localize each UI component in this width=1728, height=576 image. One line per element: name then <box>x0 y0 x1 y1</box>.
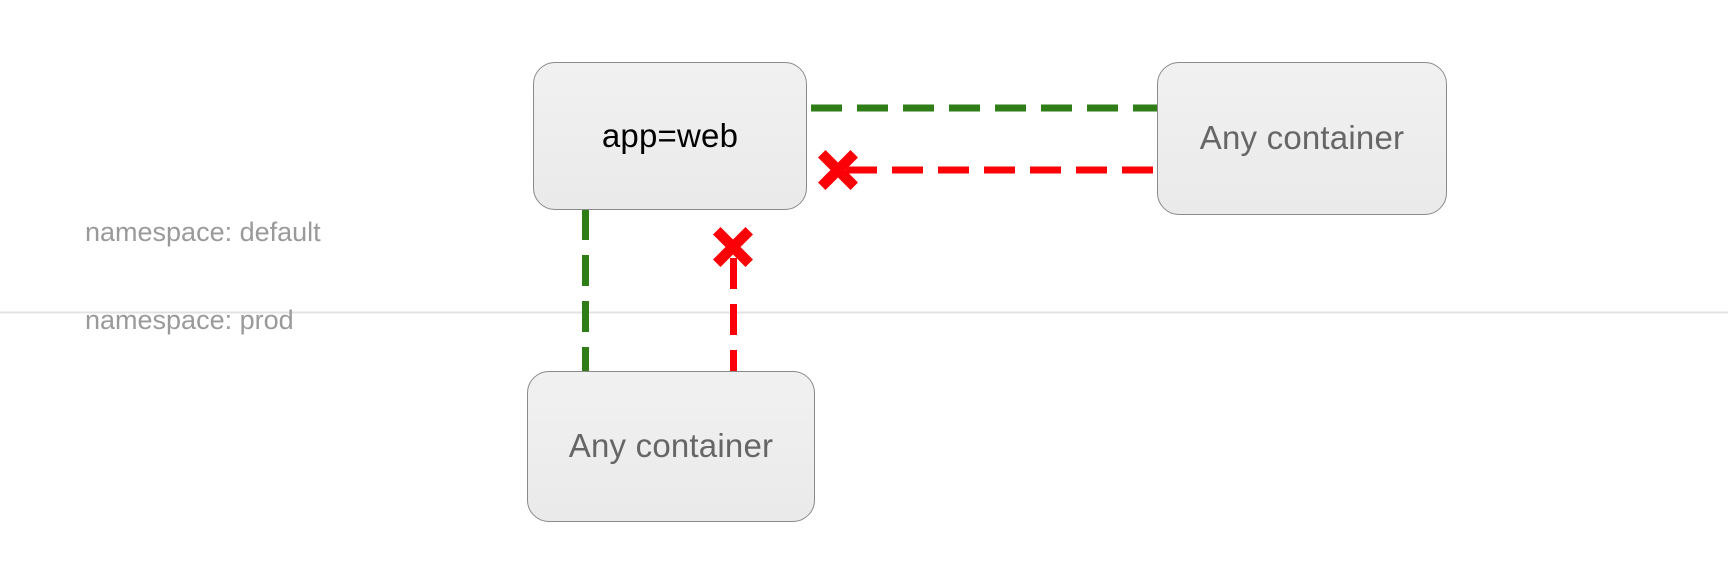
cross-icon <box>818 150 858 190</box>
node-bottom-any-container[interactable]: Any container <box>527 371 815 522</box>
node-app-web[interactable]: app=web <box>533 62 807 210</box>
namespace-label-prod: namespace: prod <box>85 305 294 335</box>
node-right-any-container-label: Any container <box>1199 119 1405 157</box>
node-right-any-container[interactable]: Any container <box>1157 62 1447 215</box>
node-bottom-any-container-label: Any container <box>568 427 774 465</box>
node-app-web-label: app=web <box>601 116 739 154</box>
namespace-label-default: namespace: default <box>85 217 321 247</box>
cross-icon <box>713 227 753 267</box>
